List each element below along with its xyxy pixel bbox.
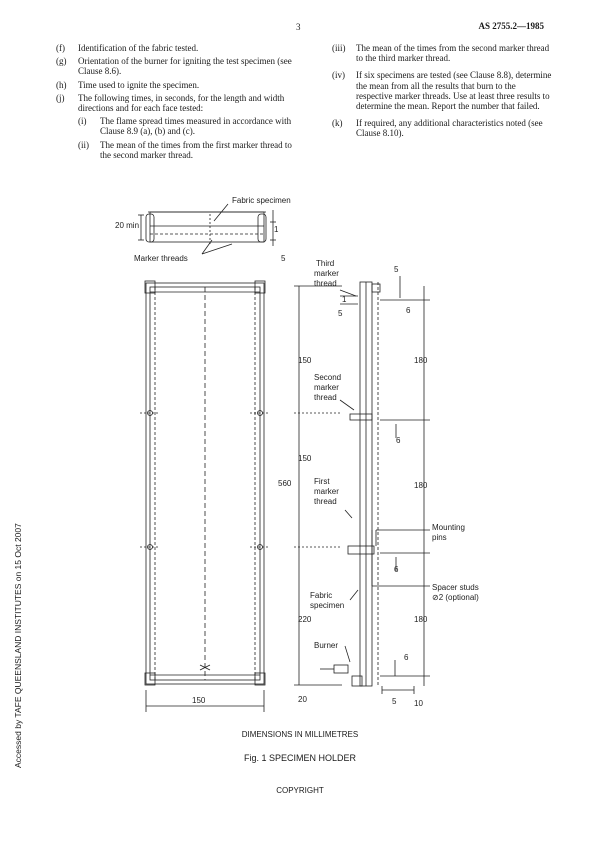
- sub-list-item: (ii) The mean of the times from the firs…: [56, 140, 296, 160]
- dimensions-caption: DIMENSIONS IN MILLIMETRES: [241, 730, 359, 739]
- dim-180-a: 180: [414, 356, 428, 365]
- dim-5-bottom: 5: [392, 697, 397, 706]
- figure-caption: Fig. 1 SPECIMEN HOLDER: [243, 753, 357, 763]
- dim-1-side: 1: [342, 295, 347, 304]
- item-label: (h): [56, 79, 67, 90]
- item-label: (i): [78, 116, 87, 127]
- front-frame-view: [140, 280, 270, 712]
- item-text: Identification of the fabric tested.: [78, 43, 199, 53]
- sub-list-item: (i) The flame spread times measured in a…: [56, 116, 296, 136]
- dim-560: 560: [278, 479, 292, 488]
- item-label: (f): [56, 43, 65, 53]
- label-first-marker-3: thread: [314, 497, 337, 506]
- item-text: Orientation of the burner for igniting t…: [78, 56, 292, 77]
- right-column: (iii) The mean of the times from the sec…: [332, 43, 554, 146]
- dim-6-c: 6: [394, 565, 399, 574]
- dim-5-side-small: 5: [338, 309, 343, 318]
- label-20-min: 20 min: [115, 221, 139, 230]
- label-third-marker-1: Third: [316, 259, 334, 268]
- dim-5-top-view: 5: [281, 254, 286, 263]
- dim-180-c: 180: [414, 615, 428, 624]
- item-label: (g): [56, 56, 67, 67]
- page-number: 3: [296, 22, 301, 32]
- label-mounting-pins-1: Mounting: [432, 523, 465, 532]
- dim-5-side-top: 5: [394, 265, 399, 274]
- list-item: (iv) If six specimens are tested (see Cl…: [332, 70, 554, 111]
- list-item: (j) The following times, in seconds, for…: [56, 93, 296, 113]
- list-item: (h) Time used to ignite the specimen.: [56, 80, 296, 90]
- dim-10: 10: [414, 699, 423, 708]
- label-second-marker-1: Second: [314, 373, 341, 382]
- label-marker-threads: Marker threads: [134, 254, 188, 263]
- dim-20: 20: [298, 695, 307, 704]
- label-first-marker-1: First: [314, 477, 330, 486]
- copyright-notice: COPYRIGHT: [276, 786, 324, 795]
- access-watermark: Accessed by TAFE QUEENSLAND INSTITUTES o…: [13, 523, 23, 768]
- list-item: (g) Orientation of the burner for igniti…: [56, 56, 296, 76]
- label-fabric-specimen-side-1: Fabric: [310, 591, 332, 600]
- side-view: [294, 276, 430, 694]
- document-reference: AS 2755.2—1985: [478, 21, 544, 31]
- label-second-marker-3: thread: [314, 393, 337, 402]
- label-first-marker-2: marker: [314, 487, 339, 496]
- item-text: Time used to ignite the specimen.: [78, 79, 200, 90]
- dim-6-b: 6: [396, 436, 401, 445]
- dim-150-width: 150: [192, 696, 206, 705]
- item-label: (iv): [332, 70, 345, 81]
- list-item: (f) Identification of the fabric tested.: [56, 43, 296, 53]
- dim-150-upper: 150: [298, 356, 312, 365]
- item-label: (k): [332, 118, 343, 129]
- dim-6-a: 6: [406, 306, 411, 315]
- item-label: (ii): [78, 139, 89, 150]
- label-fabric-specimen-top: Fabric specimen: [232, 196, 291, 205]
- label-spacer-studs-1: Spacer studs: [432, 583, 479, 592]
- label-third-marker-3: thread: [314, 279, 337, 288]
- dim-220: 220: [298, 615, 312, 624]
- list-item: (iii) The mean of the times from the sec…: [332, 43, 554, 63]
- dim-180-b: 180: [414, 481, 428, 490]
- label-spacer-studs-2: ⊘2 (optional): [432, 593, 479, 602]
- item-label: (j): [56, 92, 65, 103]
- list-item: (k) If required, any additional characte…: [332, 118, 554, 138]
- dim-6-d: 6: [404, 653, 409, 662]
- label-burner: Burner: [314, 641, 338, 650]
- item-label: (iii): [332, 43, 346, 53]
- item-text: The following times, in seconds, for the…: [78, 92, 285, 114]
- item-text: The flame spread times measured in accor…: [100, 116, 292, 137]
- label-third-marker-2: marker: [314, 269, 339, 278]
- item-text: The mean of the times from the first mar…: [100, 139, 292, 160]
- item-text: If six specimens are tested (see Clause …: [356, 70, 552, 112]
- left-column: (f) Identification of the fabric tested.…: [56, 43, 296, 163]
- item-text: If required, any additional characterist…: [356, 118, 543, 139]
- item-text: The mean of the times from the second ma…: [356, 43, 550, 64]
- label-fabric-specimen-side-2: specimen: [310, 601, 344, 610]
- dim-1-top-view: 1: [274, 225, 279, 234]
- label-second-marker-2: marker: [314, 383, 339, 392]
- label-mounting-pins-2: pins: [432, 533, 447, 542]
- dim-150-lower: 150: [298, 454, 312, 463]
- top-holder-view: [138, 203, 276, 255]
